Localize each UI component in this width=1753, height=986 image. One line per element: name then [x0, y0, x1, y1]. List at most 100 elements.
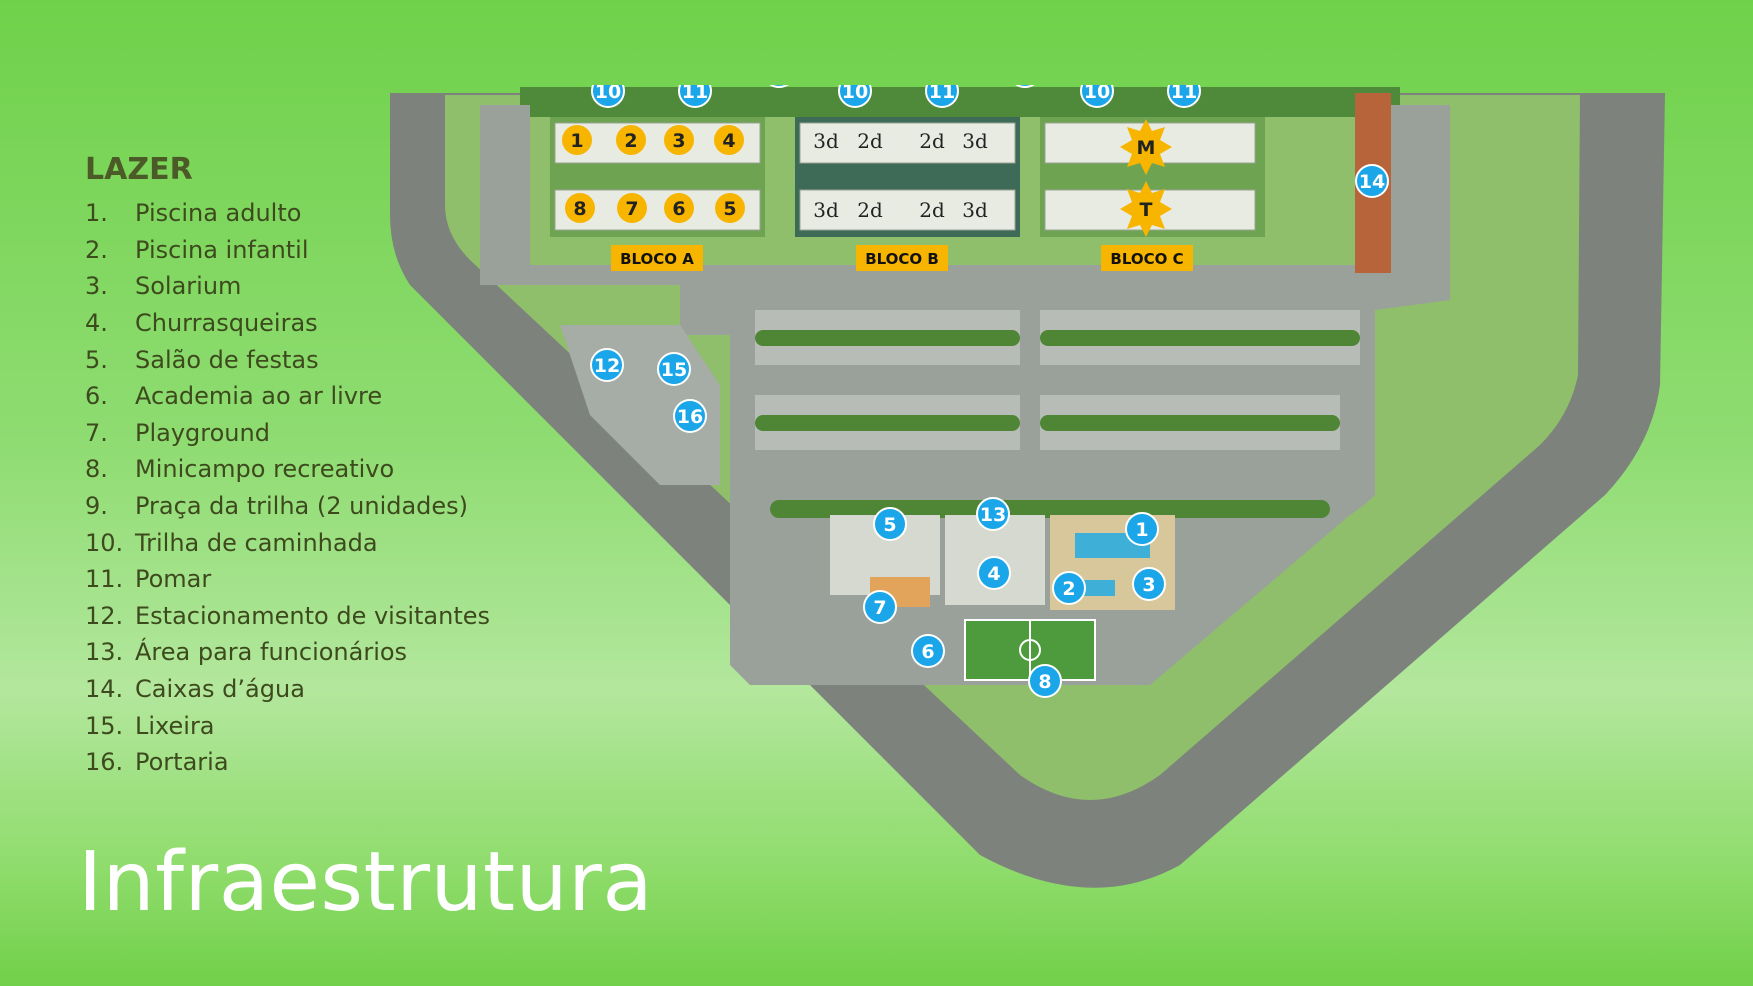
unit-type-label: 2d [919, 129, 945, 153]
marker-label: 5 [723, 198, 736, 220]
block-a-label: BLOCO A [611, 245, 703, 271]
kids-pool [1080, 580, 1115, 596]
legend-item-number: 5. [85, 345, 108, 374]
legend-item: 16.Portaria [85, 744, 490, 781]
block-a-label-bg [611, 245, 703, 271]
unit-type-label: 3d [813, 198, 839, 222]
marker-orchard[interactable]: 11 [925, 85, 959, 108]
legend-item-number: 14. [85, 675, 124, 704]
yellow-marker [617, 193, 647, 223]
legend-item-number: 12. [85, 601, 124, 630]
legend-item-number: 15. [85, 711, 124, 740]
marker-bbq[interactable]: 4 [977, 556, 1011, 590]
unit-type-label: 2d [857, 129, 883, 153]
marker-label: 3 [672, 130, 685, 152]
marker-label: 4 [722, 130, 735, 152]
marker-label: 3 [1142, 574, 1155, 596]
marker-label: M [1137, 137, 1156, 159]
legend-item-number: 2. [85, 235, 108, 264]
marker-label: 12 [594, 355, 620, 377]
legend-item: 10. Trilha de caminhada [85, 524, 490, 561]
marker-orchard[interactable]: 11 [678, 85, 712, 108]
yellow-marker [715, 193, 745, 223]
tree-row [770, 500, 1330, 518]
marker-label: 14 [1359, 171, 1385, 193]
marker-label: 4 [987, 563, 1000, 585]
unit-type-label: 3d [962, 129, 988, 153]
legend-item-label: Piscina infantil [135, 235, 309, 264]
marker-label: 15 [661, 359, 687, 381]
marker-trail[interactable]: 10 [1080, 85, 1114, 108]
marker-staff-area[interactable]: 13 [976, 497, 1010, 531]
marker-label: 2 [1062, 578, 1075, 600]
marker-visitor-parking[interactable]: 12 [590, 348, 624, 382]
marker-label: 8 [1038, 671, 1051, 693]
marker-outdoor-gym[interactable]: 6 [911, 634, 945, 668]
marker-playground[interactable]: 7 [863, 590, 897, 624]
marker-trail-square[interactable]: 9 [763, 85, 795, 88]
legend-item-label: Salão de festas [135, 345, 319, 374]
yellow-marker [565, 193, 595, 223]
marker-label: T [1140, 199, 1153, 221]
block-c-label-text: BLOCO C [1110, 250, 1183, 268]
marker-trail-square[interactable]: 9 [1009, 85, 1041, 88]
legend-item: 14.Caixas d’água [85, 671, 490, 708]
marker-label: 10 [1084, 85, 1110, 103]
block-b-label-text: BLOCO B [865, 250, 939, 268]
yellow-marker [664, 193, 694, 223]
marker-trail[interactable]: 10 [838, 85, 872, 108]
legend-item: 11.Pomar [85, 561, 490, 598]
marker-trash-area[interactable]: 15 [657, 352, 691, 386]
legend-item-label: Lixeira [135, 711, 215, 740]
legend-item-number: 10. [85, 528, 124, 557]
marker-mini-field[interactable]: 8 [1028, 664, 1062, 698]
soccer-center-circle [1019, 639, 1041, 661]
marker-gatehouse[interactable]: 16 [673, 399, 707, 433]
block-b-building-top [799, 122, 1016, 164]
legend-list: 1.Piscina adulto 2.Piscina infantil 3.So… [85, 195, 490, 781]
marker-party-hall[interactable]: 5 [873, 507, 907, 541]
marker-water-tanks[interactable]: 14 [1355, 164, 1389, 198]
legend-item: 1. Piscina adulto [85, 195, 490, 232]
yellow-marker [562, 125, 592, 155]
legend-item: 7.Playground [85, 415, 490, 452]
legend-item: 5. Salão de festas [85, 341, 490, 378]
marker-label: 11 [682, 85, 708, 103]
tree-row [1040, 415, 1340, 431]
legend-item: 6.Academia ao ar livre [85, 378, 490, 415]
marker-label: 11 [929, 85, 955, 103]
marker-label: 2 [624, 130, 637, 152]
marker-label: 5 [883, 514, 896, 536]
marker-label: 1 [570, 130, 583, 152]
legend-item-number: 8. [85, 455, 108, 484]
page-title: Infraestrutura [78, 835, 654, 930]
legend-item-number: 11. [85, 565, 124, 594]
marker-label: 10 [842, 85, 868, 103]
yellow-marker [714, 125, 744, 155]
marker-label: 7 [873, 597, 886, 619]
marker-trail[interactable]: 10 [591, 85, 625, 108]
tree-row [755, 330, 1020, 346]
marker-label: 10 [595, 85, 621, 103]
legend-item: 15. Lixeira [85, 707, 490, 744]
marker-solarium[interactable]: 3 [1132, 567, 1166, 601]
legend-item-label: Estacionamento de visitantes [135, 601, 491, 630]
tree-row [1040, 330, 1360, 346]
unit-type-label: 3d [962, 198, 988, 222]
marker-label: 6 [921, 641, 934, 663]
legend-item-number: 16. [85, 748, 124, 777]
block-a-markers [562, 125, 745, 223]
block-b-unit-labels: 3d 2d 2d 3d 3d 2d 2d 3d [813, 129, 988, 222]
marker-kids-pool[interactable]: 2 [1052, 571, 1086, 605]
marker-adult-pool[interactable]: 1 [1125, 512, 1159, 546]
legend-item-label: Trilha de caminhada [135, 528, 378, 557]
marker-orchard[interactable]: 11 [1167, 85, 1201, 108]
block-c-label-bg [1101, 245, 1193, 271]
legend-item-label: Piscina adulto [135, 199, 302, 228]
marker-label: 8 [573, 198, 586, 220]
legend-item-number: 6. [85, 382, 108, 411]
legend-item-number: 1. [85, 199, 108, 228]
legend-item-number: 13. [85, 638, 124, 667]
yellow-marker [616, 125, 646, 155]
marker-label: 6 [672, 198, 685, 220]
